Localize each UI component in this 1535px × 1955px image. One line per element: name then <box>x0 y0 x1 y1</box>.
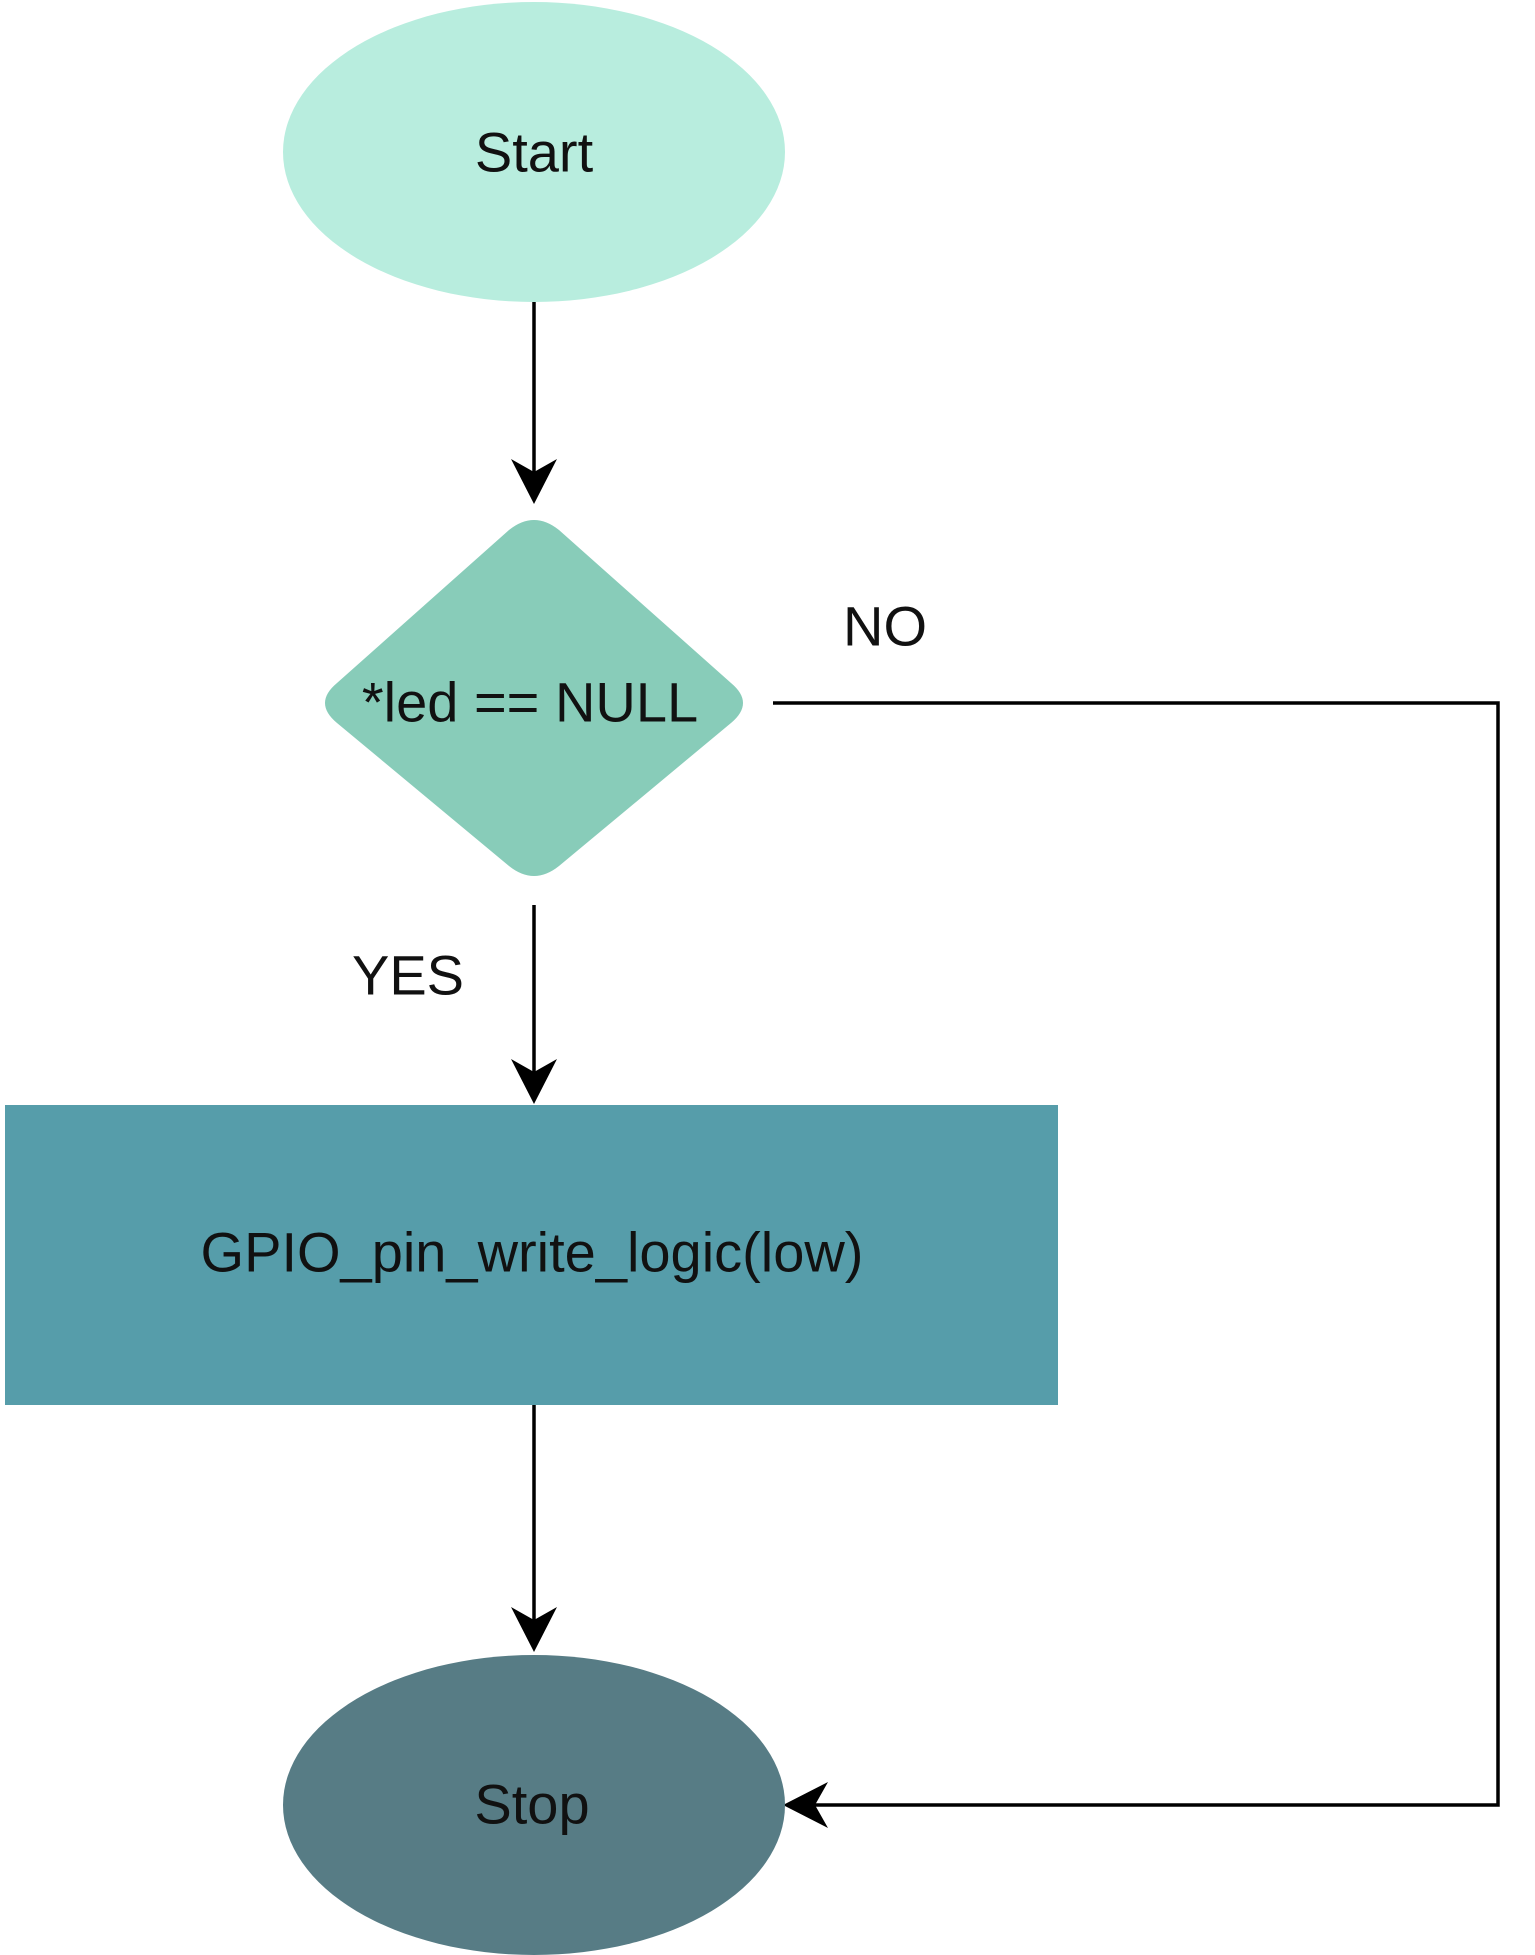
decision-node[interactable] <box>325 520 743 876</box>
start-node[interactable] <box>283 2 785 302</box>
start-node-label: Start <box>475 121 594 184</box>
process-node-label: GPIO_pin_write_logic(low) <box>201 1221 864 1284</box>
arrowhead-decision-to-process <box>511 1059 557 1104</box>
edge-labels: NO YES <box>352 595 927 1007</box>
yes-label: YES <box>352 944 464 1007</box>
edges <box>511 302 1500 1828</box>
edge-decision-to-stop-no <box>773 701 1500 1807</box>
decision-node-label: *led == NULL <box>362 671 698 734</box>
arrowhead-process-to-stop <box>511 1607 557 1652</box>
nodes: Start *led == NULL GPIO_pin_write_logic(… <box>5 2 1058 1955</box>
stop-node[interactable] <box>283 1655 785 1955</box>
arrowhead-start-to-decision <box>511 459 557 504</box>
process-node[interactable] <box>5 1105 1058 1405</box>
stop-node-label: Stop <box>474 1773 589 1836</box>
no-label: NO <box>843 595 927 658</box>
arrowhead-decision-to-stop-no <box>783 1782 828 1828</box>
